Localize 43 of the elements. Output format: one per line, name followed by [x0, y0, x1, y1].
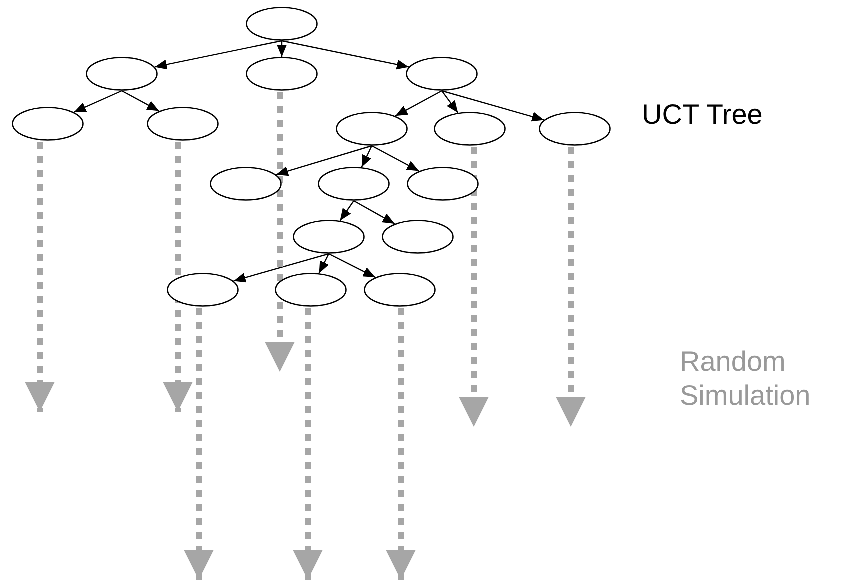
tree-node	[246, 57, 318, 91]
tree-node	[318, 167, 390, 201]
arrow	[442, 90, 459, 114]
dashed-arrow	[556, 147, 586, 427]
arrow	[361, 146, 373, 168]
arrow	[122, 90, 160, 112]
tree-node	[12, 107, 84, 141]
dashed-arrow	[459, 147, 489, 427]
arrow	[354, 200, 396, 224]
dashed-arrow	[293, 308, 323, 580]
arrow	[318, 254, 330, 274]
tree-label: UCT Tree	[642, 98, 763, 132]
tree-node	[86, 57, 158, 91]
arrow	[328, 253, 376, 278]
tree-node	[407, 167, 479, 201]
arrow	[395, 90, 442, 117]
tree-node	[434, 112, 506, 146]
arrow	[442, 90, 544, 122]
arrow	[154, 40, 282, 70]
tree-node	[246, 7, 318, 41]
arrow	[340, 200, 354, 222]
dashed-arrow	[386, 308, 416, 580]
arrow	[282, 40, 410, 70]
tree-node	[539, 112, 611, 146]
arrow	[372, 145, 420, 172]
dashed-arrow	[265, 92, 295, 372]
tree-node	[210, 167, 282, 201]
tree-node	[147, 107, 219, 141]
dashed-arrow	[184, 308, 214, 580]
simulation-label: Random Simulation	[680, 345, 812, 413]
arrow	[276, 145, 372, 176]
tree-node	[364, 273, 436, 307]
arrow	[277, 41, 287, 57]
tree-node	[406, 57, 478, 91]
arrow	[74, 90, 122, 113]
dashed-arrow	[163, 142, 193, 412]
arrow	[234, 253, 330, 283]
dashed-arrow	[25, 142, 55, 412]
tree-node	[293, 220, 365, 254]
tree-node	[336, 112, 408, 146]
tree-node	[167, 273, 239, 307]
tree-node	[275, 273, 347, 307]
tree-node	[382, 220, 454, 254]
